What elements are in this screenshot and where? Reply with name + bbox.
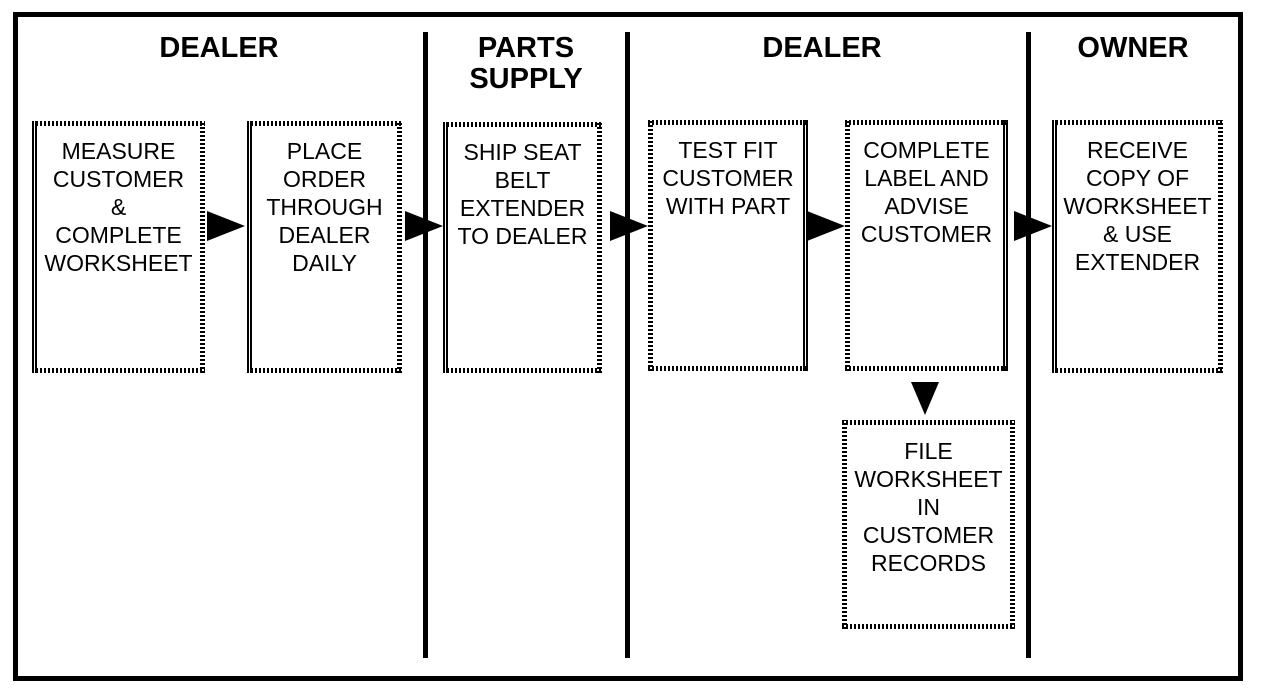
arrow-right-icon [1014, 211, 1052, 241]
column-header-owner: OWNER [1033, 33, 1233, 64]
column-header-dealer-1: DEALER [119, 33, 319, 64]
box-line: WITH PART [665, 193, 791, 219]
box-line: IN [917, 494, 940, 520]
arrow-right-icon [405, 211, 443, 241]
box-line: SHIP SEAT [463, 139, 582, 165]
box-line: CUSTOMER [862, 522, 995, 548]
box-line: CUSTOMER [52, 166, 185, 192]
box-line: EXTENDER [459, 195, 586, 221]
box-line: CUSTOMER [860, 221, 993, 247]
process-box-complete-label: COMPLETE LABEL AND ADVISE CUSTOMER [845, 120, 1008, 371]
box-line: DAILY [292, 250, 357, 276]
box-line: & USE [1102, 221, 1173, 247]
box-line: RECEIVE [1087, 137, 1188, 163]
header-line: SUPPLY [469, 63, 583, 95]
outer-frame [13, 12, 1243, 681]
header-line: OWNER [1077, 32, 1189, 64]
box-line: COPY OF [1085, 165, 1190, 191]
column-header-parts-supply: PARTS SUPPLY [426, 33, 626, 95]
box-line: & [110, 194, 127, 220]
box-line: ORDER [282, 166, 367, 192]
box-line: FILE [904, 438, 953, 464]
box-line: TEST FIT [678, 137, 778, 163]
box-line: EXTENDER [1074, 249, 1201, 275]
column-divider [423, 32, 428, 658]
process-box-test-fit: TEST FIT CUSTOMER WITH PART [648, 120, 808, 371]
column-divider [625, 32, 630, 658]
box-line: WORKSHEET [44, 250, 193, 276]
process-box-file-worksheet: FILE WORKSHEET IN CUSTOMER RECORDS [842, 420, 1015, 629]
header-line: PARTS [477, 32, 575, 64]
arrow-right-icon [610, 211, 648, 241]
box-line: TO DEALER [457, 223, 588, 249]
box-line: LABEL AND [864, 165, 989, 191]
header-line: DEALER [762, 32, 882, 64]
header-line: DEALER [159, 32, 279, 64]
box-line: THROUGH [266, 194, 383, 220]
arrow-right-icon [207, 211, 245, 241]
box-line: COMPLETE [55, 222, 182, 248]
arrow-right-icon [807, 211, 845, 241]
column-header-dealer-2: DEALER [722, 33, 922, 64]
process-box-ship-extender: SHIP SEAT BELT EXTENDER TO DEALER [443, 122, 602, 373]
box-line: WORKSHEET [1063, 193, 1212, 219]
box-line: ADVISE [884, 193, 969, 219]
box-line: BELT [494, 167, 551, 193]
box-line: COMPLETE [863, 137, 990, 163]
box-line: PLACE [286, 138, 363, 164]
box-line: DEALER [278, 222, 371, 248]
process-box-receive-copy: RECEIVE COPY OF WORKSHEET & USE EXTENDER [1052, 120, 1223, 373]
process-box-place-order: PLACE ORDER THROUGH DEALER DAILY [247, 121, 402, 373]
box-line: MEASURE [61, 138, 176, 164]
column-divider [1026, 32, 1031, 658]
box-line: CUSTOMER [662, 165, 794, 191]
arrow-down-icon [911, 382, 939, 415]
process-box-measure-customer: MEASURE CUSTOMER & COMPLETE WORKSHEET [32, 121, 205, 373]
box-line: WORKSHEET [854, 466, 1003, 492]
box-line: RECORDS [870, 550, 986, 576]
